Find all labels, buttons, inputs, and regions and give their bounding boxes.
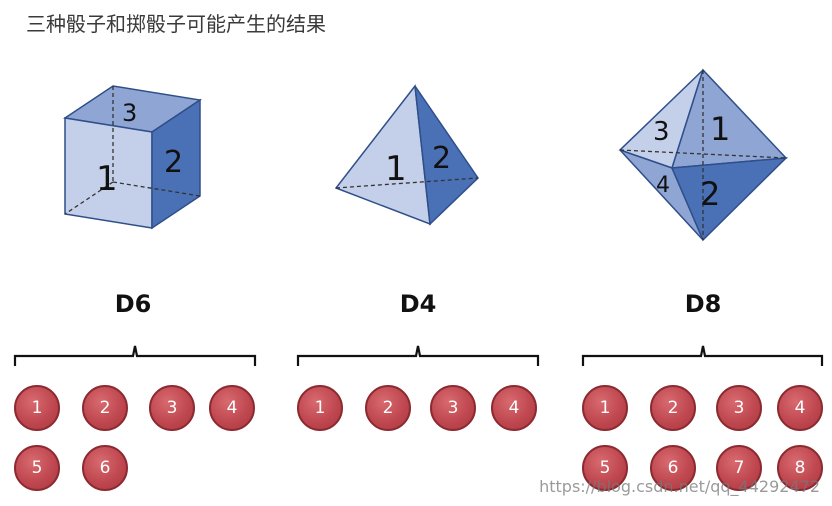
result-ball: 6 (650, 445, 696, 491)
result-ball: 5 (14, 445, 60, 491)
octa-face-label-4: 4 (656, 173, 670, 198)
result-ball: 6 (82, 445, 128, 491)
result-ball: 3 (716, 385, 762, 431)
result-ball: 4 (777, 385, 823, 431)
tetra-left-face (334, 84, 431, 226)
result-ball: 5 (582, 445, 628, 491)
cube-face-label-front: 1 (96, 159, 118, 199)
cube-d6: 3 1 2 (62, 85, 203, 230)
watermark: https://blog.csdn.net/qq_44292472 (539, 477, 820, 496)
result-ball: 4 (491, 385, 537, 431)
octa-face-label-2: 2 (700, 175, 720, 213)
octahedron-d8: 3 1 4 2 (618, 68, 789, 242)
octa-face-label-1: 1 (710, 110, 730, 148)
result-ball: 7 (716, 445, 762, 491)
result-ball: 3 (149, 385, 195, 431)
result-ball: 1 (14, 385, 60, 431)
tetra-right-face (414, 85, 479, 226)
result-ball: 8 (777, 445, 823, 491)
tetra-face-label-right: 2 (432, 141, 451, 176)
bracket-d4 (296, 345, 540, 366)
tetrahedron-d4: 1 2 (334, 84, 479, 226)
label-d4: D4 (399, 290, 437, 318)
page-title: 三种骰子和掷骰子可能产生的结果 (26, 12, 326, 36)
result-ball: 1 (297, 385, 343, 431)
bracket-d8 (581, 345, 824, 366)
cube-face-label-right: 2 (164, 145, 183, 180)
result-ball: 4 (209, 385, 255, 431)
cube-face-label-top: 3 (122, 99, 137, 127)
octa-face-label-3: 3 (653, 117, 670, 147)
result-ball: 1 (582, 385, 628, 431)
result-ball: 3 (430, 385, 476, 431)
tetra-face-label-left: 1 (385, 149, 407, 189)
label-d8: D8 (684, 290, 722, 318)
result-ball: 2 (650, 385, 696, 431)
result-ball: 2 (365, 385, 411, 431)
cube-right-face (151, 98, 201, 230)
bracket-d6 (13, 345, 257, 366)
result-ball: 2 (82, 385, 128, 431)
label-d6: D6 (114, 290, 152, 318)
octa-face-lr (670, 157, 789, 242)
